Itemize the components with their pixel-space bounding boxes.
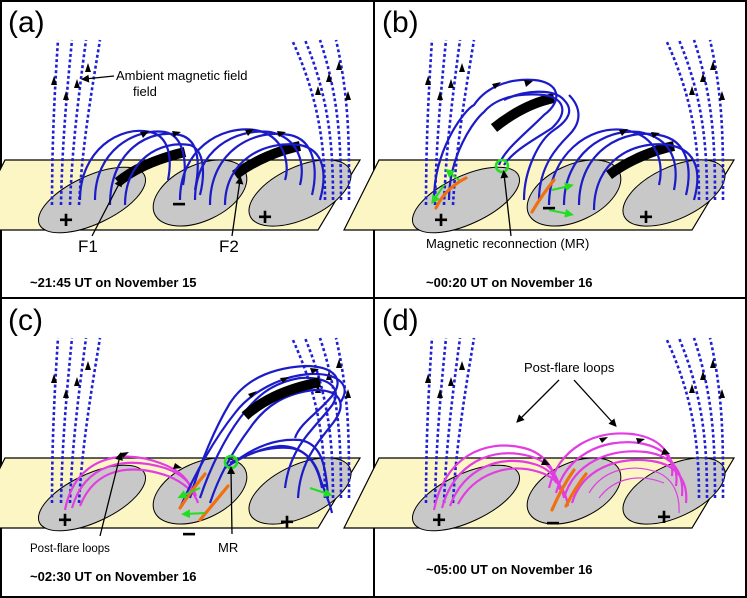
postflare-leader — [99, 452, 123, 537]
mr-label: Magnetic reconnection (MR) — [426, 236, 589, 251]
mr-leader — [500, 170, 512, 237]
sign-c-plus-left: + — [58, 507, 72, 534]
ribbon-motion-arrows — [177, 487, 333, 519]
erupting-filament — [241, 377, 321, 420]
ribbon-motion-arrows — [431, 168, 574, 218]
panel-d-frame — [373, 297, 747, 598]
sign-b-minus: − — [542, 195, 556, 222]
postflare-label: Post-flare loops — [30, 543, 110, 555]
flare-ribbon-right — [530, 178, 556, 214]
f1-leader — [91, 178, 122, 237]
loop-arrows — [140, 129, 286, 138]
panel-d: (d) Post-flare loops + − + ~05:00 UT on … — [343, 304, 736, 577]
loop-arrows — [541, 437, 670, 465]
label-f1: F1 — [78, 237, 98, 256]
postflare-label: Post-flare loops — [524, 360, 615, 375]
flare-ribbon-right — [198, 484, 230, 522]
sign-c-plus-right: + — [280, 509, 294, 536]
erupting-flux-rope-lines — [432, 78, 580, 201]
panel-b-frame — [373, 0, 747, 299]
sign-a-minus: − — [172, 191, 186, 218]
mr-label: MR — [218, 540, 238, 555]
panel-a-label: (a) — [8, 6, 45, 39]
sign-a-plus-left: + — [59, 207, 73, 234]
loop-arrows — [492, 80, 660, 138]
sign-a-plus-right: + — [258, 204, 272, 231]
postflare-leader-left — [516, 379, 560, 423]
panel-c: (c) + − + Post-flare loops MR ~02:30 UT … — [0, 304, 362, 584]
panel-b: (b) + − + Magnetic reconnection (MR) ~00… — [343, 6, 736, 290]
ambient-field-label-2: field — [133, 84, 157, 99]
panel-b-label: (b) — [382, 6, 419, 39]
erupting-filament — [490, 93, 556, 132]
loop-arrows — [120, 368, 319, 469]
sign-b-plus-left: + — [434, 207, 448, 234]
label-f2: F2 — [219, 237, 239, 256]
f2-leader — [231, 176, 244, 237]
sign-d-plus-left: + — [432, 507, 446, 534]
flare-ribbon-left — [550, 468, 576, 512]
flare-ribbon-left — [434, 176, 468, 210]
panel-d-caption: ~05:00 UT on November 16 — [426, 562, 593, 577]
ambient-leader — [81, 74, 115, 83]
panel-a: (a) Ambient magnetic field field + − + F… — [0, 6, 362, 290]
panel-a-caption: ~21:45 UT on November 15 — [30, 275, 197, 290]
remaining-arcade — [547, 128, 699, 211]
sign-b-plus-right: + — [639, 204, 653, 231]
erupting-flux-rope-lines — [178, 364, 346, 514]
panel-d-label: (d) — [382, 304, 419, 337]
postflare-leader-right — [573, 379, 617, 427]
filament-f1 — [114, 147, 187, 186]
mr-leader — [227, 466, 236, 535]
panel-b-caption: ~00:20 UT on November 16 — [426, 275, 593, 290]
flare-ribbon-right — [564, 472, 588, 508]
ambient-field-label: Ambient magnetic field — [116, 68, 248, 83]
panel-c-label: (c) — [8, 304, 43, 337]
sign-d-minus: − — [546, 510, 560, 537]
sign-d-plus-right: + — [657, 504, 671, 531]
panel-c-caption: ~02:30 UT on November 16 — [30, 569, 197, 584]
sign-c-minus: − — [182, 521, 196, 548]
